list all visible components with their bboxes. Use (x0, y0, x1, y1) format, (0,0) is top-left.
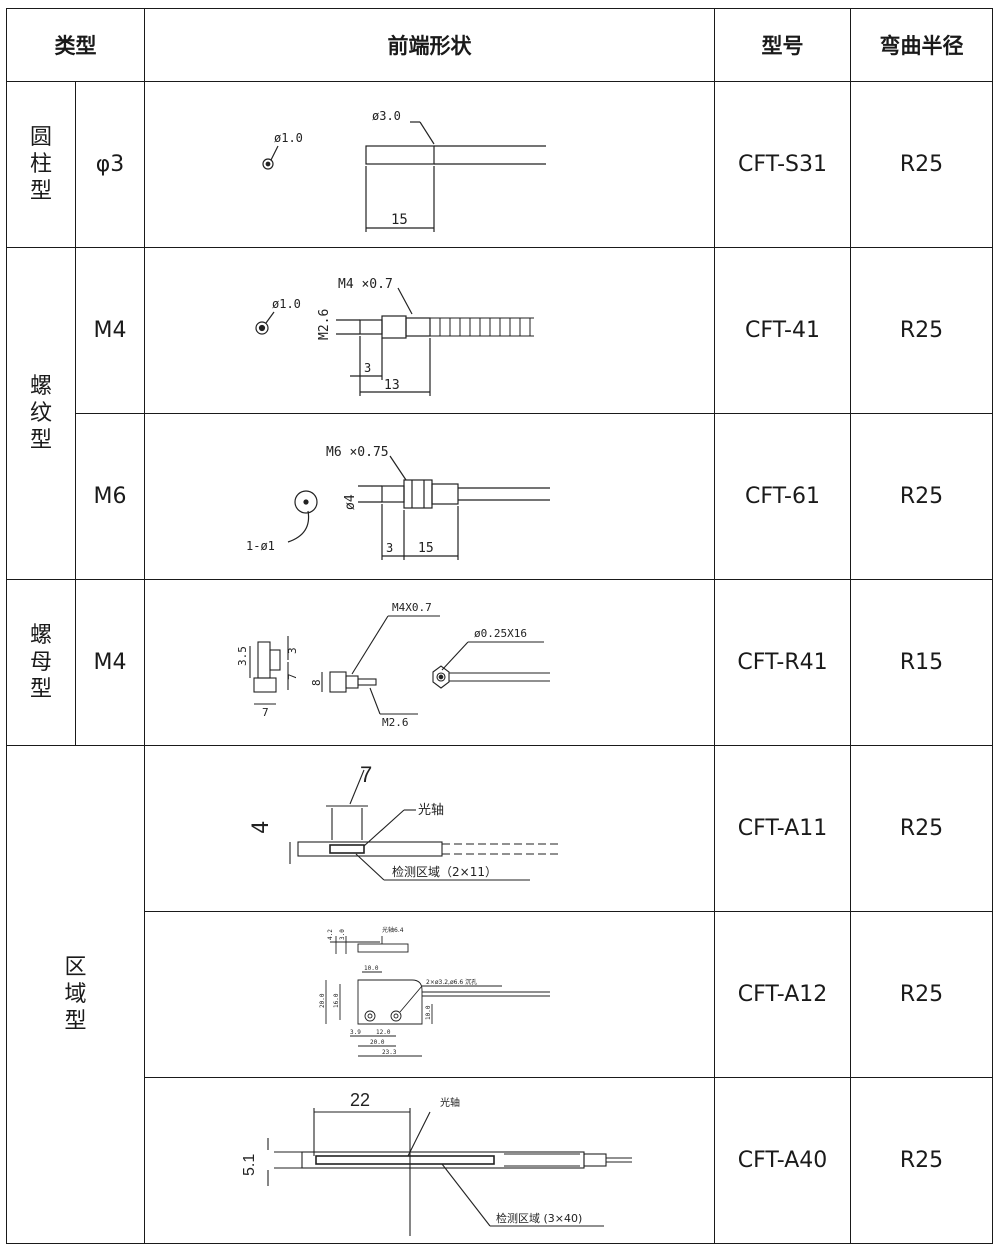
size-cell: φ3 (75, 81, 145, 248)
tip-drawing-61: 1-ø1 M6 ×0.75 ø4 3 15 (246, 445, 550, 560)
header-bend-radius: 弯曲半径 (850, 8, 993, 82)
radius-cell: R25 (850, 413, 993, 580)
axis-label: 光轴 (418, 803, 444, 818)
model-cell: CFT-A12 (714, 911, 851, 1078)
dim-label: 13 (384, 378, 400, 393)
table-row: 螺 母 型 M4 3.5 3 7 7 (6, 579, 993, 746)
tip-drawing-a11: 7 4 光轴 检测区域（2×11） (249, 762, 560, 881)
group-nut: 螺 母 型 (6, 579, 76, 746)
group-thread: 螺 纹 型 (6, 247, 76, 580)
dim-label: M4X0.7 (392, 601, 432, 614)
table-row: 区 域 型 7 4 光轴 (6, 745, 993, 1244)
dim-label: 10.0 (425, 1005, 432, 1020)
dim-label: ø1.0 (272, 297, 301, 311)
header-tip-shape: 前端形状 (144, 8, 715, 82)
dim-label: 15 (418, 541, 434, 556)
dim-label: M2.6 (317, 309, 332, 340)
dim-label: 10.0 (364, 965, 379, 972)
group-label: 螺 母 型 (29, 623, 52, 702)
dim-label: 7 (286, 673, 299, 680)
radius-cell: R25 (850, 247, 993, 414)
size-cell: M6 (75, 413, 145, 580)
dim-label: 7 (262, 706, 269, 719)
dim-label: 7 (360, 762, 372, 787)
dim-label: 1-ø1 (246, 539, 275, 553)
tip-drawing-a40: 22 5.1 光轴 检测区域 (3×40) (241, 1090, 632, 1236)
radius-cell: R25 (850, 745, 993, 912)
radius-cell: R25 (850, 1077, 993, 1244)
zone-label: 检测区域 (3×40) (496, 1211, 582, 1225)
dim-label: M6 ×0.75 (326, 445, 389, 460)
dim-label: M4 ×0.7 (338, 277, 393, 292)
model-cell: CFT-S31 (714, 81, 851, 248)
dim-label: 16.0 (333, 993, 340, 1008)
tip-drawing-s31: ø1.0 ø3.0 15 (261, 109, 546, 232)
zone-label: 检测区域（2×11） (392, 864, 497, 879)
table-row: M6 1-ø1 M6 ×0.75 ø4 (7, 413, 993, 580)
radius-cell: R25 (850, 911, 993, 1078)
drawing-cell: ø1.0 M4 ×0.7 M2.6 (144, 247, 715, 414)
dim-label: 3 (386, 541, 393, 555)
model-cell: CFT-R41 (714, 579, 851, 746)
drawing-cell: 4.2 3.0 光轴6.4 10.0 2×ø3.2,ø6.6 沉孔 20.0 (144, 911, 715, 1078)
tip-drawing-41: ø1.0 M4 ×0.7 M2.6 (254, 277, 534, 396)
dim-label: 3.9 (350, 1029, 361, 1036)
radius-cell: R25 (850, 81, 993, 248)
dim-label: 4.2 (327, 929, 334, 940)
dim-label: 3.5 (236, 646, 249, 666)
dim-label: ø4 (343, 494, 358, 510)
dim-label: 3.0 (339, 929, 346, 940)
table-row: 22 5.1 光轴 检测区域 (3×40) CFT-A40 (7, 1077, 993, 1244)
tip-drawing-r41: 3.5 3 7 7 8 M4X0.7 M2.6 (236, 601, 550, 729)
dim-label: 3 (364, 361, 371, 375)
header-row: 类型 前端形状 型号 弯曲半径 (6, 8, 993, 82)
table-row: 螺 纹 型 M4 ø1.0 M4 ×0.7 (6, 247, 993, 580)
size-cell: M4 (75, 247, 145, 414)
dim-label: ø3.0 (372, 109, 401, 123)
axis-label: 光轴 (440, 1096, 460, 1109)
group-label: 圆 柱 型 (29, 125, 52, 204)
group-cylinder: 圆 柱 型 (6, 81, 76, 248)
group-label: 螺 纹 型 (29, 374, 52, 453)
drawing-cell: 1-ø1 M6 ×0.75 ø4 3 15 (144, 413, 715, 580)
drawing-cell: 7 4 光轴 检测区域（2×11） (144, 745, 715, 912)
dim-label: M2.6 (382, 716, 409, 729)
model-cell: CFT-41 (714, 247, 851, 414)
table-row: 4.2 3.0 光轴6.4 10.0 2×ø3.2,ø6.6 沉孔 20.0 (7, 911, 993, 1078)
drawing-cell: 22 5.1 光轴 检测区域 (3×40) (144, 1077, 715, 1244)
drawing-cell: 3.5 3 7 7 8 M4X0.7 M2.6 (144, 579, 715, 746)
model-cell: CFT-A40 (714, 1077, 851, 1244)
group-area: 区 域 型 (6, 745, 145, 1244)
model-cell: CFT-A11 (714, 745, 851, 912)
dim-label: ø0.25X16 (474, 627, 527, 640)
dim-label: 22 (350, 1090, 370, 1110)
tip-drawing-a12: 4.2 3.0 光轴6.4 10.0 2×ø3.2,ø6.6 沉孔 20.0 (319, 926, 550, 1057)
spec-table: 类型 前端形状 型号 弯曲半径 圆 柱 型 φ3 ø1.0 (6, 8, 993, 1244)
dim-label: 20.0 (319, 993, 326, 1008)
model-cell: CFT-61 (714, 413, 851, 580)
header-type: 类型 (6, 8, 145, 82)
dim-label: 15 (391, 212, 408, 228)
size-cell: M4 (75, 579, 145, 746)
table-row: 圆 柱 型 φ3 ø1.0 ø3.0 15 (6, 81, 993, 248)
dim-label: 2×ø3.2,ø6.6 沉孔 (426, 978, 477, 986)
header-model: 型号 (714, 8, 851, 82)
dim-label: 23.3 (382, 1049, 397, 1056)
radius-cell: R15 (850, 579, 993, 746)
dim-label: 8 (310, 679, 323, 686)
dim-label: 3 (286, 647, 299, 654)
drawing-cell: ø1.0 ø3.0 15 (144, 81, 715, 248)
group-label: 区 域 型 (64, 955, 87, 1034)
dim-label: 4 (249, 821, 274, 834)
dim-label: 12.0 (376, 1029, 391, 1036)
dim-label: 5.1 (241, 1154, 258, 1176)
dim-label: 20.0 (370, 1039, 385, 1046)
dim-label: 光轴6.4 (382, 926, 404, 934)
dim-label: ø1.0 (274, 131, 303, 145)
